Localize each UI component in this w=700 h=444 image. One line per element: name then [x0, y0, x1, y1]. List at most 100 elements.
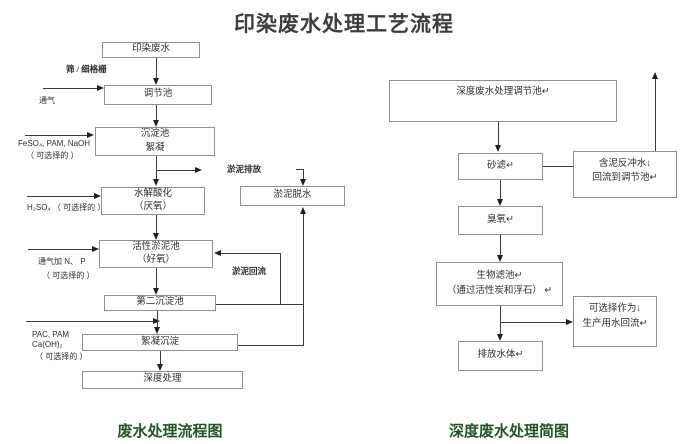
node-label: 淤泥脱水: [273, 190, 312, 201]
node-label: 水解酸化: [133, 188, 172, 199]
arrowhead-right-icon: [97, 85, 104, 91]
node-label: 絮凝: [145, 142, 165, 153]
node-secondary-sedimentation: 第二沉淀池: [104, 295, 216, 311]
node-label: 印染废水: [131, 44, 170, 55]
node-label: 调节池: [143, 89, 173, 100]
node-regulating-tank: 调节池: [104, 85, 212, 105]
label-aeration: 通气: [39, 96, 55, 105]
node-label: 排放水体↵: [477, 350, 524, 361]
arrow-pac-in: [26, 321, 153, 322]
node-label: 生产用水回流↵: [582, 319, 648, 329]
line-sludge-return-v: [280, 253, 281, 304]
node-backwash-return: 含泥反冲水↓ 回流到调节池↵: [573, 151, 677, 198]
node-sand-filter: 砂滤↵: [458, 153, 543, 180]
node-sludge-dewatering: 淤泥脱水: [240, 186, 345, 206]
arrow-regulating-to-sedimentation: [156, 105, 157, 120]
arrow-hydrolysis-to-sludge-tank: [156, 215, 157, 233]
node-biofilter: 生物滤池↵ （通过活性炭和浮石） ↵: [436, 262, 563, 306]
arrow-ozone-to-biofilter: [500, 235, 501, 255]
line-coagulation-sludge-out: [238, 345, 304, 346]
line-sludge-riser: [303, 214, 304, 345]
arrowhead-up-icon: [300, 207, 306, 214]
arrow-coagulation-to-advanced: [160, 351, 161, 364]
label-h2so4: H₂SO₄ （ 可选择的 ）: [27, 203, 106, 212]
line-secondary-sludge-out: [216, 304, 304, 305]
arrowhead-down-icon: [153, 288, 159, 295]
node-discharge-water: 排放水体↵: [458, 341, 543, 371]
arrowhead-right-icon: [87, 132, 94, 138]
arrow-sedimentation-to-hydrolysis: [156, 156, 157, 179]
arrow-regulating-to-sand: [498, 122, 499, 145]
arrow-np-in: [28, 249, 92, 250]
arrowhead-down-icon: [495, 145, 501, 152]
arrowhead-right-icon: [153, 318, 160, 324]
caption-right-chart: 深度废水处理简图: [448, 424, 569, 440]
label-optional-1: （ 可选择的 ）: [26, 151, 79, 160]
line-sand-to-backwash: [543, 166, 573, 167]
arrowhead-right-icon: [566, 319, 573, 325]
arrow-h2so4-in: [27, 196, 94, 197]
label-sludge-discharge: 淤泥排放: [227, 164, 262, 174]
arrow-biofilter-to-discharge: [500, 306, 501, 334]
page-title: 印染废水处理工艺流程: [234, 13, 454, 36]
arrow-sand-to-ozone: [500, 180, 501, 199]
arrowhead-down-icon: [497, 334, 503, 341]
label-aeration-np: 通气加 N、 P: [38, 257, 86, 266]
label-sludge-return: 淤泥回流: [232, 266, 267, 276]
node-advanced-treatment: 深度处理: [82, 371, 243, 389]
arrowhead-down-icon: [153, 233, 159, 240]
line-sludge-return-h: [221, 253, 280, 254]
line-dewatering-inlet-h: [296, 169, 304, 170]
arrow-sludge-tank-to-secondary: [156, 268, 157, 288]
arrowhead-down-icon: [153, 179, 159, 186]
node-label: 第二沉淀池: [136, 297, 184, 308]
node-label: 可选择作为↓: [588, 304, 642, 314]
arrow-feso4-in: [25, 135, 87, 136]
arrowhead-down-icon: [153, 120, 159, 127]
caption-left-chart: 废水处理流程图: [117, 424, 223, 440]
node-hydrolysis-acidification: 水解酸化 （厌氧）: [101, 187, 205, 215]
arrowhead-right-icon: [195, 167, 202, 173]
label-optional-2: （ 可选择的 ）: [42, 271, 95, 280]
node-activated-sludge-tank: 活性淤泥池 （好氧）: [99, 240, 213, 268]
node-label: 沉淀池: [140, 129, 170, 140]
node-dye-wastewater: 印染废水: [102, 42, 200, 58]
node-ozone: 臭氧↵: [458, 206, 543, 235]
node-label: （好氧）: [136, 255, 175, 265]
arrowhead-left-icon: [214, 250, 221, 256]
node-label: （厌氧）: [133, 202, 172, 212]
arrow-source-to-regulating: [156, 58, 157, 78]
node-label: 生物滤池↵: [476, 271, 523, 281]
node-label: 絮凝沉淀: [140, 336, 179, 347]
node-label: 活性淤泥池: [132, 241, 180, 252]
node-label: 深度废水处理调节池↵: [456, 87, 550, 97]
label-feso4: FeSO₄, PAM, NaOH: [18, 139, 91, 148]
arrowhead-right-icon: [94, 193, 101, 199]
node-label: 深度处理: [143, 374, 182, 385]
label-screen: 筛 / 细格栅: [66, 64, 107, 74]
node-label: （通过活性炭和浮石） ↵: [446, 286, 553, 296]
node-advanced-regulating-tank: 深度废水处理调节池↵: [389, 80, 617, 122]
node-label: 砂滤↵: [487, 160, 514, 171]
node-label: 含泥反冲水↓: [598, 159, 652, 169]
arrowhead-right-icon: [92, 246, 99, 252]
arrowhead-down-icon: [497, 255, 503, 262]
arrow-backwash-return-up: [655, 79, 656, 151]
node-reuse-water: 可选择作为↓ 生产用水回流↵: [573, 296, 657, 347]
line-dewatering-inlet-v: [303, 169, 304, 179]
arrowhead-up-icon: [652, 72, 658, 79]
arrowhead-down-icon: [153, 78, 159, 85]
arrowhead-down-icon: [157, 364, 163, 371]
arrowhead-down-icon: [300, 179, 306, 186]
arrow-aeration-in: [43, 88, 97, 89]
label-pac: PAC, PAM: [32, 330, 70, 339]
arrowhead-down-icon: [154, 327, 160, 334]
node-label: 回流到调节池↵: [592, 173, 658, 183]
node-label: 臭氧↵: [487, 214, 514, 225]
arrow-biofilter-to-reuse: [500, 322, 566, 323]
label-caoh: Ca(OH)₂: [32, 340, 63, 349]
arrow-sludge-discharge-branch: [156, 170, 195, 171]
node-sedimentation-tank: 沉淀池 絮凝: [95, 127, 215, 156]
label-optional-3: （ 可选择的 ）: [35, 352, 88, 361]
